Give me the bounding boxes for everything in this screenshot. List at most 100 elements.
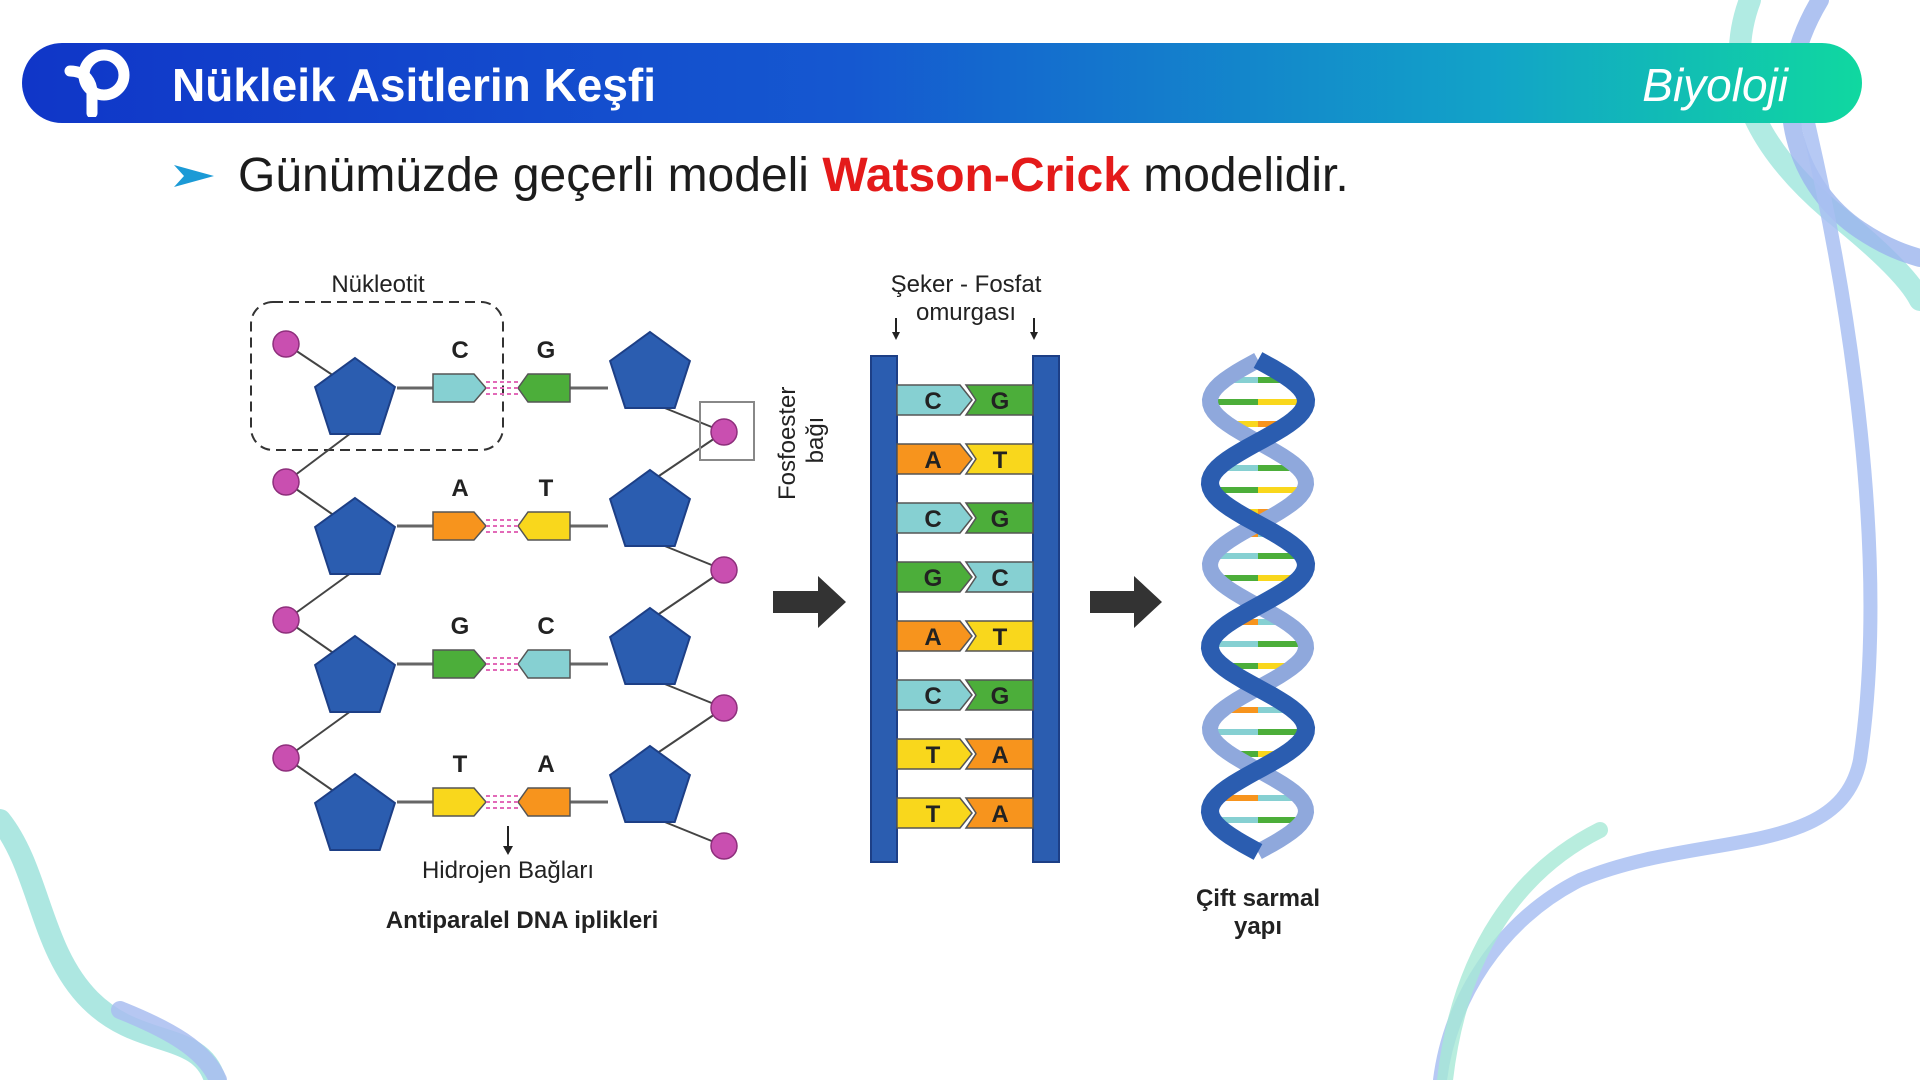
pentose-sugar bbox=[313, 634, 397, 713]
phosphate-group bbox=[272, 606, 300, 634]
bullet-text-after: modelidir. bbox=[1143, 149, 1349, 202]
rung-letter: G bbox=[991, 388, 1010, 415]
base-letter: C bbox=[451, 337, 468, 364]
rung-base-C bbox=[964, 561, 1034, 593]
double-helix-label-line2: yapı bbox=[1234, 913, 1282, 940]
base-C bbox=[432, 373, 487, 403]
rung-base-T bbox=[964, 620, 1034, 652]
phosphate-group bbox=[272, 468, 300, 496]
rung-base-A bbox=[964, 797, 1034, 829]
rung-letter: G bbox=[924, 565, 943, 592]
base-letter: A bbox=[537, 751, 554, 778]
rung-base-A bbox=[896, 620, 973, 652]
rung-base-C bbox=[896, 679, 973, 711]
hydrogen-bonds-label: Hidrojen Bağları bbox=[422, 857, 594, 884]
base-T bbox=[517, 511, 571, 541]
rung-letter: T bbox=[993, 447, 1008, 474]
left-phosphodiester-bond bbox=[285, 707, 356, 759]
phosphate-group bbox=[710, 694, 738, 722]
phosphate-group bbox=[272, 744, 300, 772]
right-phosphodiester-bond bbox=[649, 569, 725, 621]
phosphate-group bbox=[710, 418, 738, 446]
rung-base-A bbox=[896, 443, 973, 475]
rung-letter: A bbox=[991, 801, 1008, 828]
bullet-highlight: Watson-Crick bbox=[822, 149, 1130, 202]
rung-letter: A bbox=[991, 742, 1008, 769]
bullet-text-before: Günümüzde geçerli modeli bbox=[238, 149, 809, 202]
ladder-backbone-right bbox=[1032, 355, 1060, 863]
right-strand-backbone bbox=[608, 330, 738, 860]
rung-base-G bbox=[964, 502, 1034, 534]
base-letter: T bbox=[539, 475, 554, 502]
rung-letter: G bbox=[991, 506, 1010, 533]
base-G bbox=[432, 649, 487, 679]
decor-curve-right-side bbox=[1433, 103, 1878, 1080]
phosphate-group bbox=[710, 832, 738, 860]
antiparallel-caption: Antiparalel DNA iplikleri bbox=[386, 907, 659, 934]
pentose-sugar bbox=[608, 744, 692, 823]
right-phosphodiester-bond bbox=[649, 431, 725, 483]
base-A bbox=[432, 511, 487, 541]
base-letter: G bbox=[537, 337, 556, 364]
rung-base-T bbox=[964, 443, 1034, 475]
backbone-label-line1: Şeker - Fosfat bbox=[891, 271, 1042, 298]
decor-curve-bottom-right bbox=[1437, 822, 1608, 1080]
phosphodiester-bond-box bbox=[699, 401, 755, 461]
transition-arrow-2-icon bbox=[1090, 576, 1162, 628]
base-A bbox=[517, 787, 571, 817]
double-helix-label-line1: Çift sarmal bbox=[1196, 885, 1320, 912]
subject-label: Biyoloji bbox=[1642, 59, 1788, 111]
rung-base-G bbox=[964, 679, 1034, 711]
double-helix-panel bbox=[1200, 352, 1316, 860]
rung-base-T bbox=[896, 738, 973, 770]
left-phosphodiester-bond bbox=[285, 429, 356, 483]
left-phosphodiester-bond bbox=[285, 569, 356, 621]
phosphodiester-label: Fosfoester bağı bbox=[774, 380, 829, 500]
rung-base-C bbox=[896, 502, 973, 534]
rung-letter: C bbox=[991, 565, 1008, 592]
phosphate-group bbox=[272, 330, 300, 358]
pentose-sugar bbox=[313, 496, 397, 575]
brand-logo-icon bbox=[64, 49, 130, 117]
backbone-pointer-left-head bbox=[892, 332, 900, 340]
left-strand-backbone bbox=[272, 330, 397, 851]
rung-base-A bbox=[964, 738, 1034, 770]
rung-base-G bbox=[896, 561, 973, 593]
nucleotide-dashed-box bbox=[250, 301, 504, 451]
pentose-sugar bbox=[608, 330, 692, 409]
ladder-backbone-left bbox=[870, 355, 898, 863]
base-letter: G bbox=[451, 613, 470, 640]
base-letter: A bbox=[451, 475, 468, 502]
backbone-label-line2: omurgası bbox=[916, 299, 1016, 326]
arrow-bullet-icon bbox=[174, 164, 214, 187]
transition-arrow-1-icon bbox=[773, 576, 846, 628]
rung-base-C bbox=[896, 384, 973, 416]
nucleotide-label: Nükleotit bbox=[331, 271, 425, 298]
base-T bbox=[432, 787, 487, 817]
pentose-sugar bbox=[608, 468, 692, 547]
base-G bbox=[517, 373, 571, 403]
rung-letter: C bbox=[924, 506, 941, 533]
rung-letter: A bbox=[924, 447, 941, 474]
phosphodiester-label-line1: Fosfoester bbox=[774, 387, 801, 500]
rung-letter: G bbox=[991, 683, 1010, 710]
rung-letter: C bbox=[924, 683, 941, 710]
helix-strand-front bbox=[1200, 352, 1316, 860]
backbone-pointer-right-head bbox=[1030, 332, 1038, 340]
decor-curve-bottom-left-blue bbox=[111, 1001, 227, 1080]
phosphodiester-label-line2: bağı bbox=[802, 417, 829, 464]
slide-title: Nükleik Asitlerin Keşfi bbox=[172, 59, 657, 111]
title-bar: Nükleik Asitlerin Keşfi Biyoloji bbox=[22, 43, 1862, 123]
rung-letter: T bbox=[993, 624, 1008, 651]
rung-letter: T bbox=[926, 801, 941, 828]
rung-letter: A bbox=[924, 624, 941, 651]
rung-base-T bbox=[896, 797, 973, 829]
pentose-sugar bbox=[313, 356, 397, 435]
rung-base-G bbox=[964, 384, 1034, 416]
bullet-point: Günümüzde geçerli modeli Watson-Crick mo… bbox=[172, 148, 1349, 203]
